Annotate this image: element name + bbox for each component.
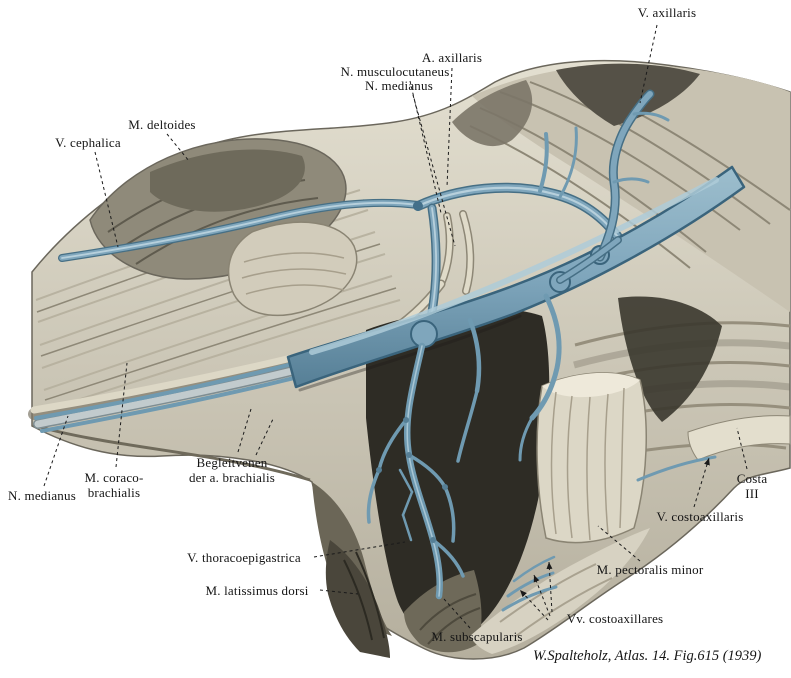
arm-lower-edge <box>32 423 311 482</box>
label-m-subscapularis: M. subscapularis <box>431 629 523 644</box>
subscapularis-muscle <box>404 570 482 653</box>
notch-shadow <box>452 80 533 147</box>
label-n-musculocutaneus: N. musculocutaneus <box>340 64 450 79</box>
shoulder-fibers-base <box>472 64 790 312</box>
chest-shadow <box>618 296 722 422</box>
serratus-band <box>470 528 650 654</box>
label-m-coracobrachialis: M. coraco- brachialis <box>84 470 144 501</box>
label-n-medianus-top: N. medianus <box>365 78 433 93</box>
latissimus-dorsi-muscle <box>325 540 390 658</box>
begleitvene-1 <box>34 362 294 420</box>
vein-junction <box>410 320 438 348</box>
label-m-latissimus-dorsi: M. latissimus dorsi <box>205 583 309 598</box>
label-m-deltoides: M. deltoides <box>128 117 196 132</box>
pectoralis-minor-striations <box>550 387 625 541</box>
label-v-costoaxillaris: V. costoaxillaris <box>656 509 744 524</box>
label-costa-iii: Costa III <box>736 471 768 502</box>
label-v-cephalica: V. cephalica <box>55 135 121 150</box>
label-v-thoracoepigastrica: V. thoracoepigastrica <box>187 550 301 565</box>
figure-caption: W.Spalteholz, Atlas. 14. Fig.615 (1939) <box>533 648 762 664</box>
subscapularis-striations <box>419 593 481 645</box>
veins-layer <box>33 89 746 612</box>
latissimus-striations <box>343 551 385 641</box>
cut-muscle-striations <box>241 252 347 295</box>
lateral-thoracic-vein <box>529 293 562 421</box>
label-begleitvenen: Begleitvenen der a. brachialis <box>188 455 276 486</box>
vein-nodes <box>376 417 448 543</box>
begleitvene-2 <box>40 375 300 433</box>
axillary-vein-ascending <box>597 91 653 260</box>
deltoid-shadow <box>150 149 305 212</box>
label-v-axillaris: V. axillaris <box>637 5 697 20</box>
vein-net <box>398 468 414 542</box>
thoracoepigastric-branches <box>366 418 465 578</box>
dark-fiber-wedge <box>556 63 700 126</box>
label-m-pectoralis-minor: M. pectoralis minor <box>596 562 704 577</box>
label-n-medianus-left: N. medianus <box>8 488 76 503</box>
costoaxillar-veins <box>501 555 558 612</box>
leader-lines <box>43 24 748 629</box>
vessel-stub <box>413 201 423 211</box>
pectoralis-minor-cut <box>542 372 640 398</box>
median-nerve <box>30 352 304 414</box>
label-a-axillaris: A. axillaris <box>421 50 483 65</box>
label-vv-costoaxillares: Vv. costoaxillares <box>566 611 664 626</box>
